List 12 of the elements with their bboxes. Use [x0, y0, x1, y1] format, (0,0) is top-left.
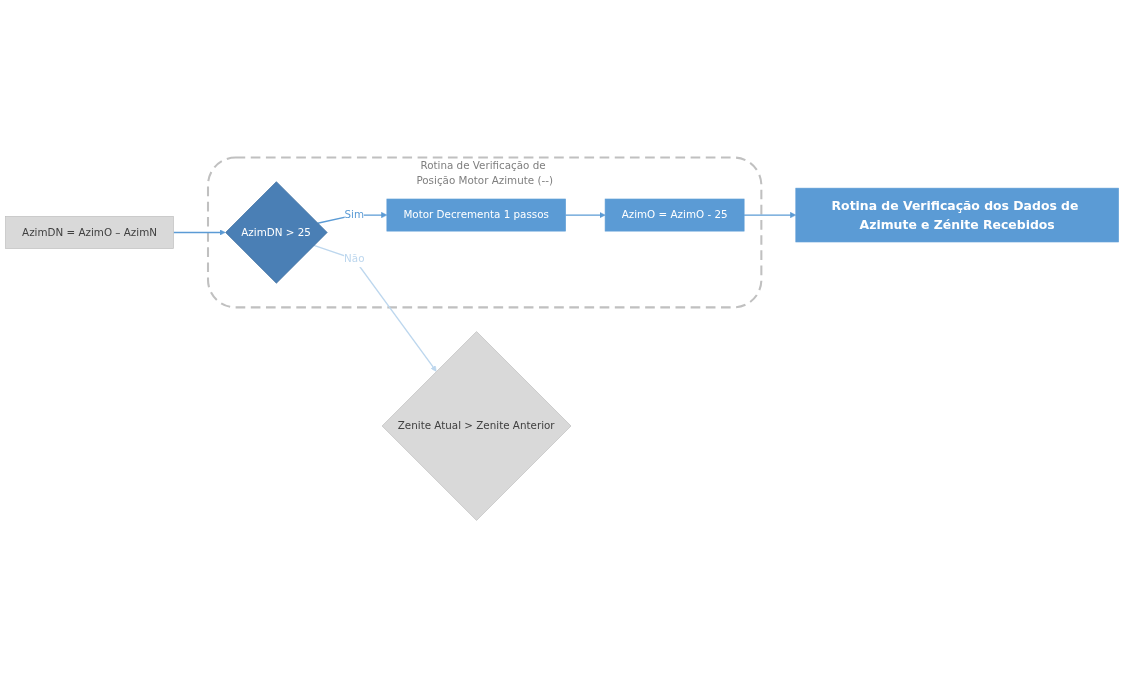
- node-box: Motor Decrementa 1 passos: [386, 198, 566, 231]
- node-box: Rotina de Verificação dos Dados de Azimute e Zénite Recebidos: [795, 187, 1119, 242]
- arrow: [313, 244, 437, 372]
- node-diamond: Zenite Atual > Zenite Anterior: [381, 330, 572, 521]
- node-box: AzimDN = AzimO – AzimN: [5, 215, 174, 249]
- node-diamond: AzimDN > 25: [225, 180, 328, 284]
- edge-label: Sim: [344, 208, 365, 221]
- arrow: [172, 228, 226, 235]
- edge-label: Não: [344, 252, 365, 265]
- arrow: [564, 211, 606, 218]
- node-box: AzimO = AzimO - 25: [604, 198, 745, 231]
- arrow: [743, 211, 797, 218]
